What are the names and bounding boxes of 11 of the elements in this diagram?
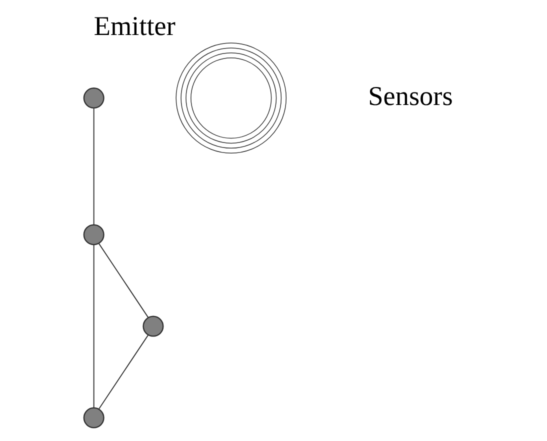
node-circle: [176, 42, 287, 154]
connector: [98, 243, 149, 318]
label: Sensors: [368, 80, 453, 111]
node-circle: [83, 224, 104, 246]
node-circle: [83, 407, 104, 428]
node-circle: [83, 88, 104, 109]
node-label: Emitter: [94, 11, 176, 42]
connector: [93, 244, 94, 408]
node-circle: [142, 316, 164, 337]
connector: [93, 108, 94, 226]
connector: [98, 334, 149, 410]
